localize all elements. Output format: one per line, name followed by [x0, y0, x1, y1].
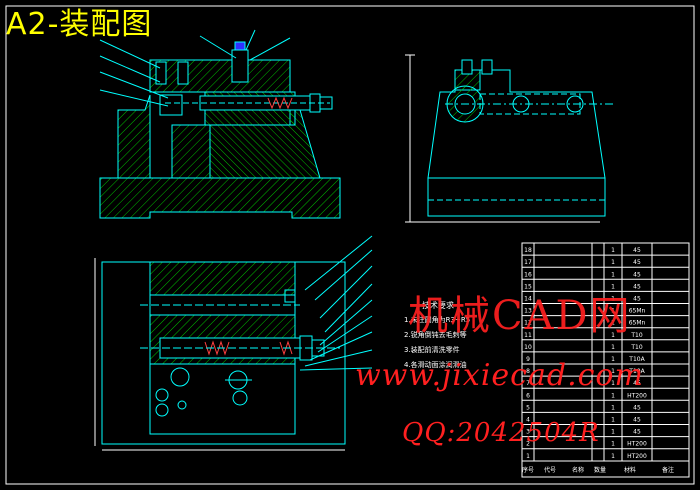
- watermark-url: www.jixiecad.com: [355, 358, 644, 393]
- bom-cell: 65Mn: [629, 320, 646, 327]
- bom-footer-cell: 名称: [572, 466, 584, 474]
- bom-cell: 45: [633, 404, 641, 411]
- bom-cell: 15: [524, 283, 532, 290]
- bom-cell: HT200: [627, 441, 647, 448]
- bom-cell: 5: [526, 404, 530, 411]
- bom-cell: 14: [524, 296, 532, 303]
- bom-cell: 1: [611, 283, 615, 290]
- watermark-qq: QQ:2042504R: [402, 418, 600, 448]
- notes-heading: 技术要求: [422, 301, 454, 310]
- bom-cell: 16: [524, 271, 532, 278]
- bom-footer-cell: 材料: [624, 466, 636, 474]
- bom-cell: 45: [633, 380, 641, 387]
- bom-cell: 45: [633, 296, 641, 303]
- bom-cell: HT200: [627, 392, 647, 399]
- bom-cell: 1: [611, 368, 615, 375]
- bom-cell: 1: [611, 404, 615, 411]
- bom-cell: 65Mn: [629, 308, 646, 315]
- bom-cell: 1: [611, 429, 615, 436]
- bom-cell: 13: [524, 308, 532, 315]
- bom-cell: 45: [633, 283, 641, 290]
- bom-cell: 1: [611, 332, 615, 339]
- note-line-2: 2.锐角倒钝去毛刺等: [404, 331, 467, 339]
- bom-cell: 45: [633, 247, 641, 254]
- bom-cell: 4: [526, 417, 530, 424]
- bom-cell: 6: [526, 392, 530, 399]
- bom-cell: 1: [611, 392, 615, 399]
- bom-cell: 2: [526, 441, 530, 448]
- bom-cell: 45: [633, 271, 641, 278]
- note-line-1: 1.未注圆角为R3~R5: [404, 316, 471, 324]
- bom-footer-cell: 代号: [544, 466, 556, 474]
- bom-cell: 45: [633, 429, 641, 436]
- bom-cell: 11: [524, 332, 532, 339]
- bom-cell: 8: [526, 368, 530, 375]
- bom-cell: 1: [611, 320, 615, 327]
- bom-cell: 7: [526, 380, 530, 387]
- bom-cell: T10: [630, 332, 642, 339]
- top-view: [94, 235, 373, 451]
- bom-cell: 1: [611, 453, 615, 460]
- bom-cell: 1: [611, 441, 615, 448]
- bom-cell: 3: [526, 429, 530, 436]
- bom-cell: T10A: [628, 356, 645, 363]
- bom-cell: HT200: [627, 453, 647, 460]
- bom-cell: 1: [611, 247, 615, 254]
- note-line-4: 4.各滑动面涂润滑油: [404, 361, 467, 369]
- bom-cell: 17: [524, 259, 532, 266]
- bom-footer-cell: 备注: [662, 466, 674, 474]
- bom-cell: 1: [611, 271, 615, 278]
- bom-cell: 1: [611, 356, 615, 363]
- bom-cell: 1: [611, 380, 615, 387]
- side-view: [405, 54, 615, 223]
- bom-cell: 18: [524, 247, 532, 254]
- technical-notes: 技术要求 1.未注圆角为R3~R5 2.锐角倒钝去毛刺等 3.装配前清洗零件 4…: [404, 298, 470, 373]
- bom-footer: 序号 代号 名称 数量 材料 备注: [521, 460, 690, 478]
- bom-cell: 1: [611, 259, 615, 266]
- bom-cell: 1: [611, 308, 615, 315]
- bom-cell: 1: [611, 296, 615, 303]
- bom-footer-cell: 序号: [522, 466, 534, 474]
- watermark-site: 机械CAD网: [408, 293, 632, 339]
- bom-cell: T10: [630, 344, 642, 351]
- bom-cell: 45: [633, 259, 641, 266]
- sheet-border: [5, 5, 695, 485]
- bom-cell: 45: [633, 417, 641, 424]
- bom-footer-cell: 数量: [594, 466, 606, 474]
- bom-cell: 10: [524, 344, 532, 351]
- bom-cell: 1: [611, 344, 615, 351]
- front-view: [99, 29, 341, 219]
- drawing-title: A2-装配图: [6, 7, 153, 42]
- note-line-3: 3.装配前清洗零件: [404, 346, 460, 354]
- bom-cell: T10A: [628, 368, 645, 375]
- bom-cell: 1: [526, 453, 530, 460]
- bom-cell: 1: [611, 417, 615, 424]
- bom-cell: 12: [524, 320, 532, 327]
- bom-cell: 9: [526, 356, 530, 363]
